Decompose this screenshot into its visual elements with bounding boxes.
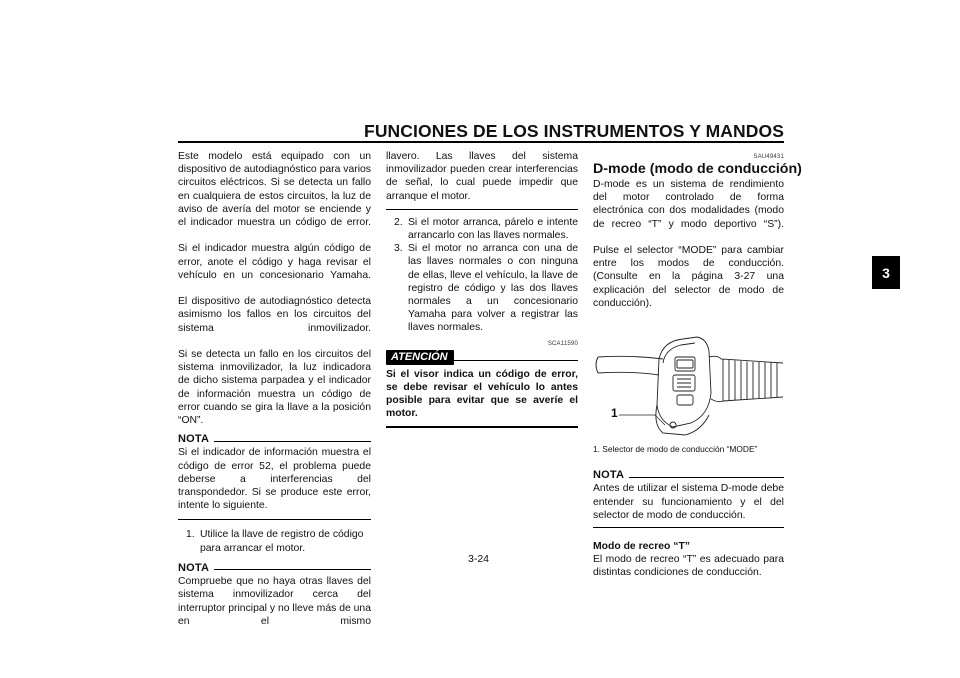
note-heading: NOTA [178, 433, 371, 446]
note-continuation: llavero. Las llaves del sistema inmovili… [386, 151, 578, 202]
column-3: SAU49431 D-mode (modo de conducción) D-m… [593, 150, 802, 580]
atencion-end-rule [386, 425, 578, 428]
note-text: Compruebe que no haya otras llaves del s… [178, 576, 371, 627]
step-number: 2. [394, 216, 403, 228]
note-label: NOTA [178, 561, 210, 574]
atencion-text: Si el visor indica un código de error, s… [386, 368, 578, 420]
intro-paragraph: Este modelo está equipado con un disposi… [178, 151, 371, 229]
error-code-paragraph: Si el indicador muestra algún código de … [178, 243, 371, 281]
mode-switch-paragraph: Pulse el selector “MODE” para cambiar en… [593, 245, 784, 309]
handlebar-switch-drawing [595, 336, 784, 436]
header-rule [178, 141, 784, 143]
note-text: Si el indicador de información muestra e… [178, 447, 371, 512]
step-text: Si el motor no arranca con una de las ll… [408, 243, 578, 334]
steps-list: 2. Si el motor arranca, párelo e intente… [386, 216, 578, 335]
step-number: 1. [186, 529, 195, 541]
atencion-heading: ATENCIÓN [386, 349, 578, 365]
column-2: llavero. Las llaves del sistema inmovili… [386, 150, 578, 428]
atencion-rule [453, 359, 578, 361]
note-end-rule [593, 527, 784, 529]
reference-code: SCA11590 [547, 340, 578, 347]
steps-list: 1. Utilice la llave de registro de códig… [178, 528, 371, 554]
note-label: NOTA [593, 469, 625, 482]
note-rule [629, 476, 784, 478]
section-title: D-mode (modo de conducción) [593, 161, 802, 177]
list-item: 3. Si el motor no arranca con una de las… [394, 242, 578, 334]
list-item: 1. Utilice la llave de registro de códig… [186, 528, 371, 554]
step-text: Utilice la llave de registro de código p… [200, 529, 364, 554]
note-rule [214, 440, 371, 442]
note-rule [214, 569, 371, 571]
chapter-tab[interactable]: 3 [872, 256, 900, 289]
page-number: 3-24 [468, 553, 490, 565]
column-1: Este modelo está equipado con un disposi… [178, 150, 371, 641]
note-text: Antes de utilizar el sistema D-mode debe… [593, 483, 784, 521]
immobilizer-paragraph: El dispositivo de autodiagnóstico detect… [178, 296, 371, 334]
note-label: NOTA [178, 433, 210, 446]
reference-code: SAU49431 [753, 154, 784, 160]
note-end-rule [178, 519, 371, 521]
subsection-heading: Modo de recreo “T” [593, 541, 690, 553]
note-heading: NOTA [178, 562, 371, 575]
dmode-paragraph: D-mode es un sistema de rendimiento del … [593, 179, 784, 230]
figure-caption: 1. Selector de modo de conducción “MODE” [593, 444, 758, 455]
page-header-title: FUNCIONES DE LOS INSTRUMENTOS Y MANDOS [364, 121, 784, 141]
note-end-rule [386, 208, 578, 210]
touring-mode-paragraph: El modo de recreo “T” es adecuado para d… [593, 554, 784, 579]
atencion-label: ATENCIÓN [386, 349, 454, 365]
figure-callout-1: 1 [611, 406, 618, 421]
step-number: 3. [394, 243, 403, 255]
note-heading: NOTA [593, 469, 784, 482]
step-text: Si el motor arranca, párelo e intente ar… [408, 216, 578, 242]
handlebar-switch-illustration: 1 [593, 329, 784, 441]
immobilizer-fault-paragraph: Si se detecta un fallo en los circuitos … [178, 349, 371, 427]
list-item: 2. Si el motor arranca, párelo e intente… [394, 216, 578, 242]
